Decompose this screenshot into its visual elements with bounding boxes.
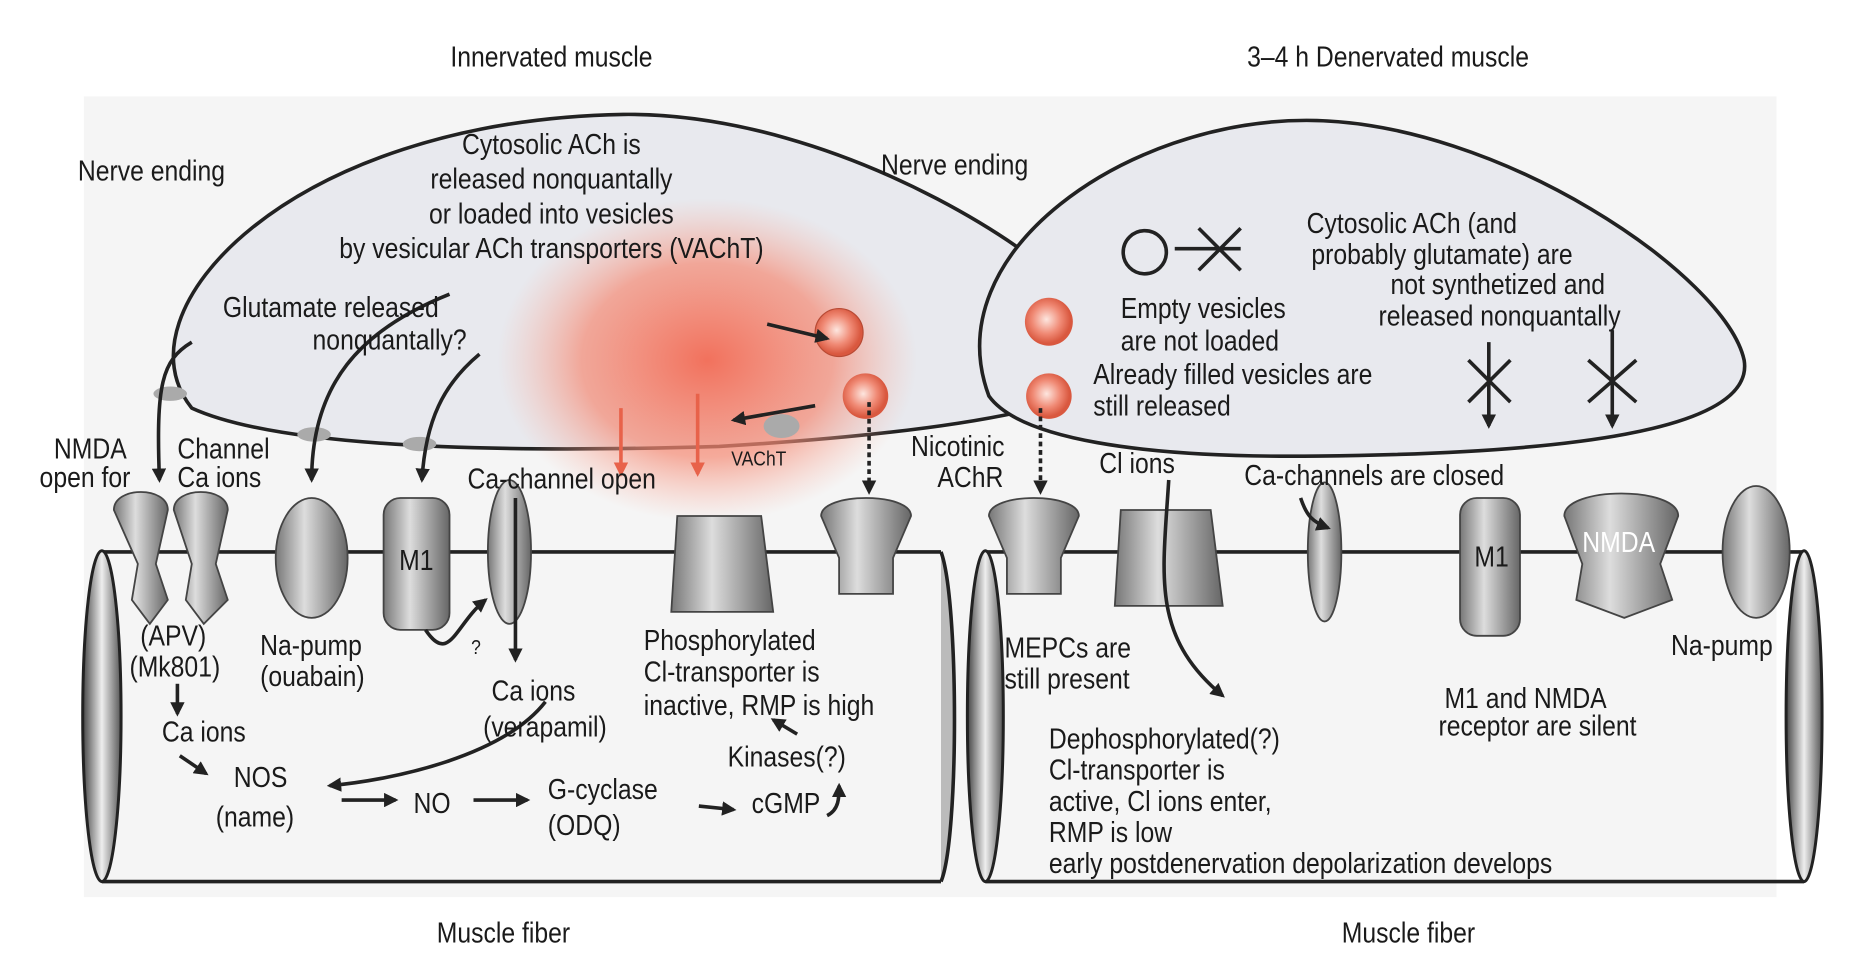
label: Cl-transporter is <box>644 656 820 688</box>
na-pump <box>1721 485 1791 619</box>
label: MEPCs are <box>1005 632 1131 664</box>
ca-channel <box>486 479 532 625</box>
vesicle <box>1026 373 1072 419</box>
label: or loaded into vesicles <box>429 198 674 230</box>
vesicle <box>1024 297 1073 346</box>
label: Cytosolic ACh (and <box>1307 207 1517 239</box>
ach-cloud <box>497 198 918 522</box>
label: AChR <box>937 461 1003 493</box>
label: nonquantally? <box>313 324 467 356</box>
label: Channel <box>177 433 269 465</box>
label-muscle-fiber: Muscle fiber <box>1342 917 1475 949</box>
label: Cl ions <box>1099 447 1175 479</box>
label: early postdenervation depolarization dev… <box>1049 847 1552 879</box>
right-nerve-terminal <box>977 118 1747 459</box>
label: NMDA <box>1582 526 1655 558</box>
cl-transporter <box>670 515 775 613</box>
label: Ca-channels are closed <box>1244 459 1504 491</box>
arrows <box>151 292 1331 818</box>
label: probably glutamate) are <box>1311 238 1572 270</box>
left-muscle-fiber <box>81 549 957 884</box>
label: G-cyclase <box>548 773 658 805</box>
label: Already filled vesicles are <box>1093 358 1372 390</box>
label: Nicotinic <box>911 430 1004 462</box>
label: M1 <box>1474 541 1508 573</box>
nicotinic-achr <box>820 497 912 595</box>
nmda-receptor <box>172 491 229 626</box>
label: cGMP <box>752 788 821 820</box>
title-innervated: Innervated muscle <box>450 41 652 73</box>
label: Ca ions <box>491 675 575 707</box>
label: (APV) <box>140 620 206 652</box>
label: inactive, RMP is high <box>644 689 875 721</box>
membrane-proteins <box>112 479 1791 637</box>
label: Na-pump <box>1671 629 1773 661</box>
label: Nerve ending <box>78 155 225 187</box>
label: (Mk801) <box>129 651 220 683</box>
label: NMDA <box>54 433 127 465</box>
label: Na-pump <box>260 629 362 661</box>
label: Ca ions <box>162 716 246 748</box>
label: Dephosphorylated(?) <box>1049 723 1280 755</box>
label: (ODQ) <box>548 809 621 841</box>
nmda-receptor <box>1563 492 1680 619</box>
label: RMP is low <box>1049 816 1173 848</box>
nmda-receptor <box>112 491 169 626</box>
label: Ca ions <box>177 461 261 493</box>
label: Empty vesicles <box>1121 292 1286 324</box>
label-muscle-fiber: Muscle fiber <box>437 917 570 949</box>
m1-receptor <box>382 497 451 631</box>
cl-transporter <box>1113 509 1224 607</box>
na-pump <box>274 497 349 619</box>
label: (name) <box>216 801 294 833</box>
label: NO <box>414 788 451 820</box>
label: Cl-transporter is <box>1049 754 1225 786</box>
vesicle <box>814 307 864 358</box>
label: still present <box>1005 663 1131 695</box>
vesicle <box>842 373 889 419</box>
label: Nerve ending <box>881 149 1028 181</box>
label: still released <box>1093 390 1231 422</box>
title-denervated: 3–4 h Denervated muscle <box>1247 41 1529 73</box>
ca-channel <box>1306 481 1343 623</box>
m1-receptor <box>1459 497 1521 637</box>
label: NOS <box>234 761 288 793</box>
label: by vesicular ACh transporters (VAChT) <box>339 233 763 265</box>
label: Glutamate released <box>223 291 439 323</box>
label: active, Cl ions enter, <box>1049 785 1272 817</box>
nicotinic-achr <box>988 497 1080 595</box>
right-muscle-fiber <box>965 549 1824 884</box>
label: (ouabain) <box>260 660 365 692</box>
label: (verapamil) <box>483 711 607 743</box>
label: Kinases(?) <box>728 741 846 773</box>
label: Phosphorylated <box>644 624 816 656</box>
label: ? <box>471 637 481 660</box>
blocked-icon <box>1174 226 1242 272</box>
label: VAChT <box>731 448 787 471</box>
label: not synthetized and <box>1391 268 1606 300</box>
label: receptor are silent <box>1438 710 1637 742</box>
label: released nonquantally <box>1379 300 1622 332</box>
label: M1 <box>399 544 433 576</box>
label: Cytosolic ACh is <box>462 128 641 160</box>
label: Ca-channel open <box>468 463 656 495</box>
labels: Innervated muscle 3–4 h Denervated muscl… <box>40 41 1773 949</box>
label: open for <box>40 461 131 493</box>
label: are not loaded <box>1121 325 1279 357</box>
label: released nonquantally <box>430 163 673 195</box>
label: M1 and NMDA <box>1444 682 1606 714</box>
empty-vesicle <box>1121 228 1169 276</box>
